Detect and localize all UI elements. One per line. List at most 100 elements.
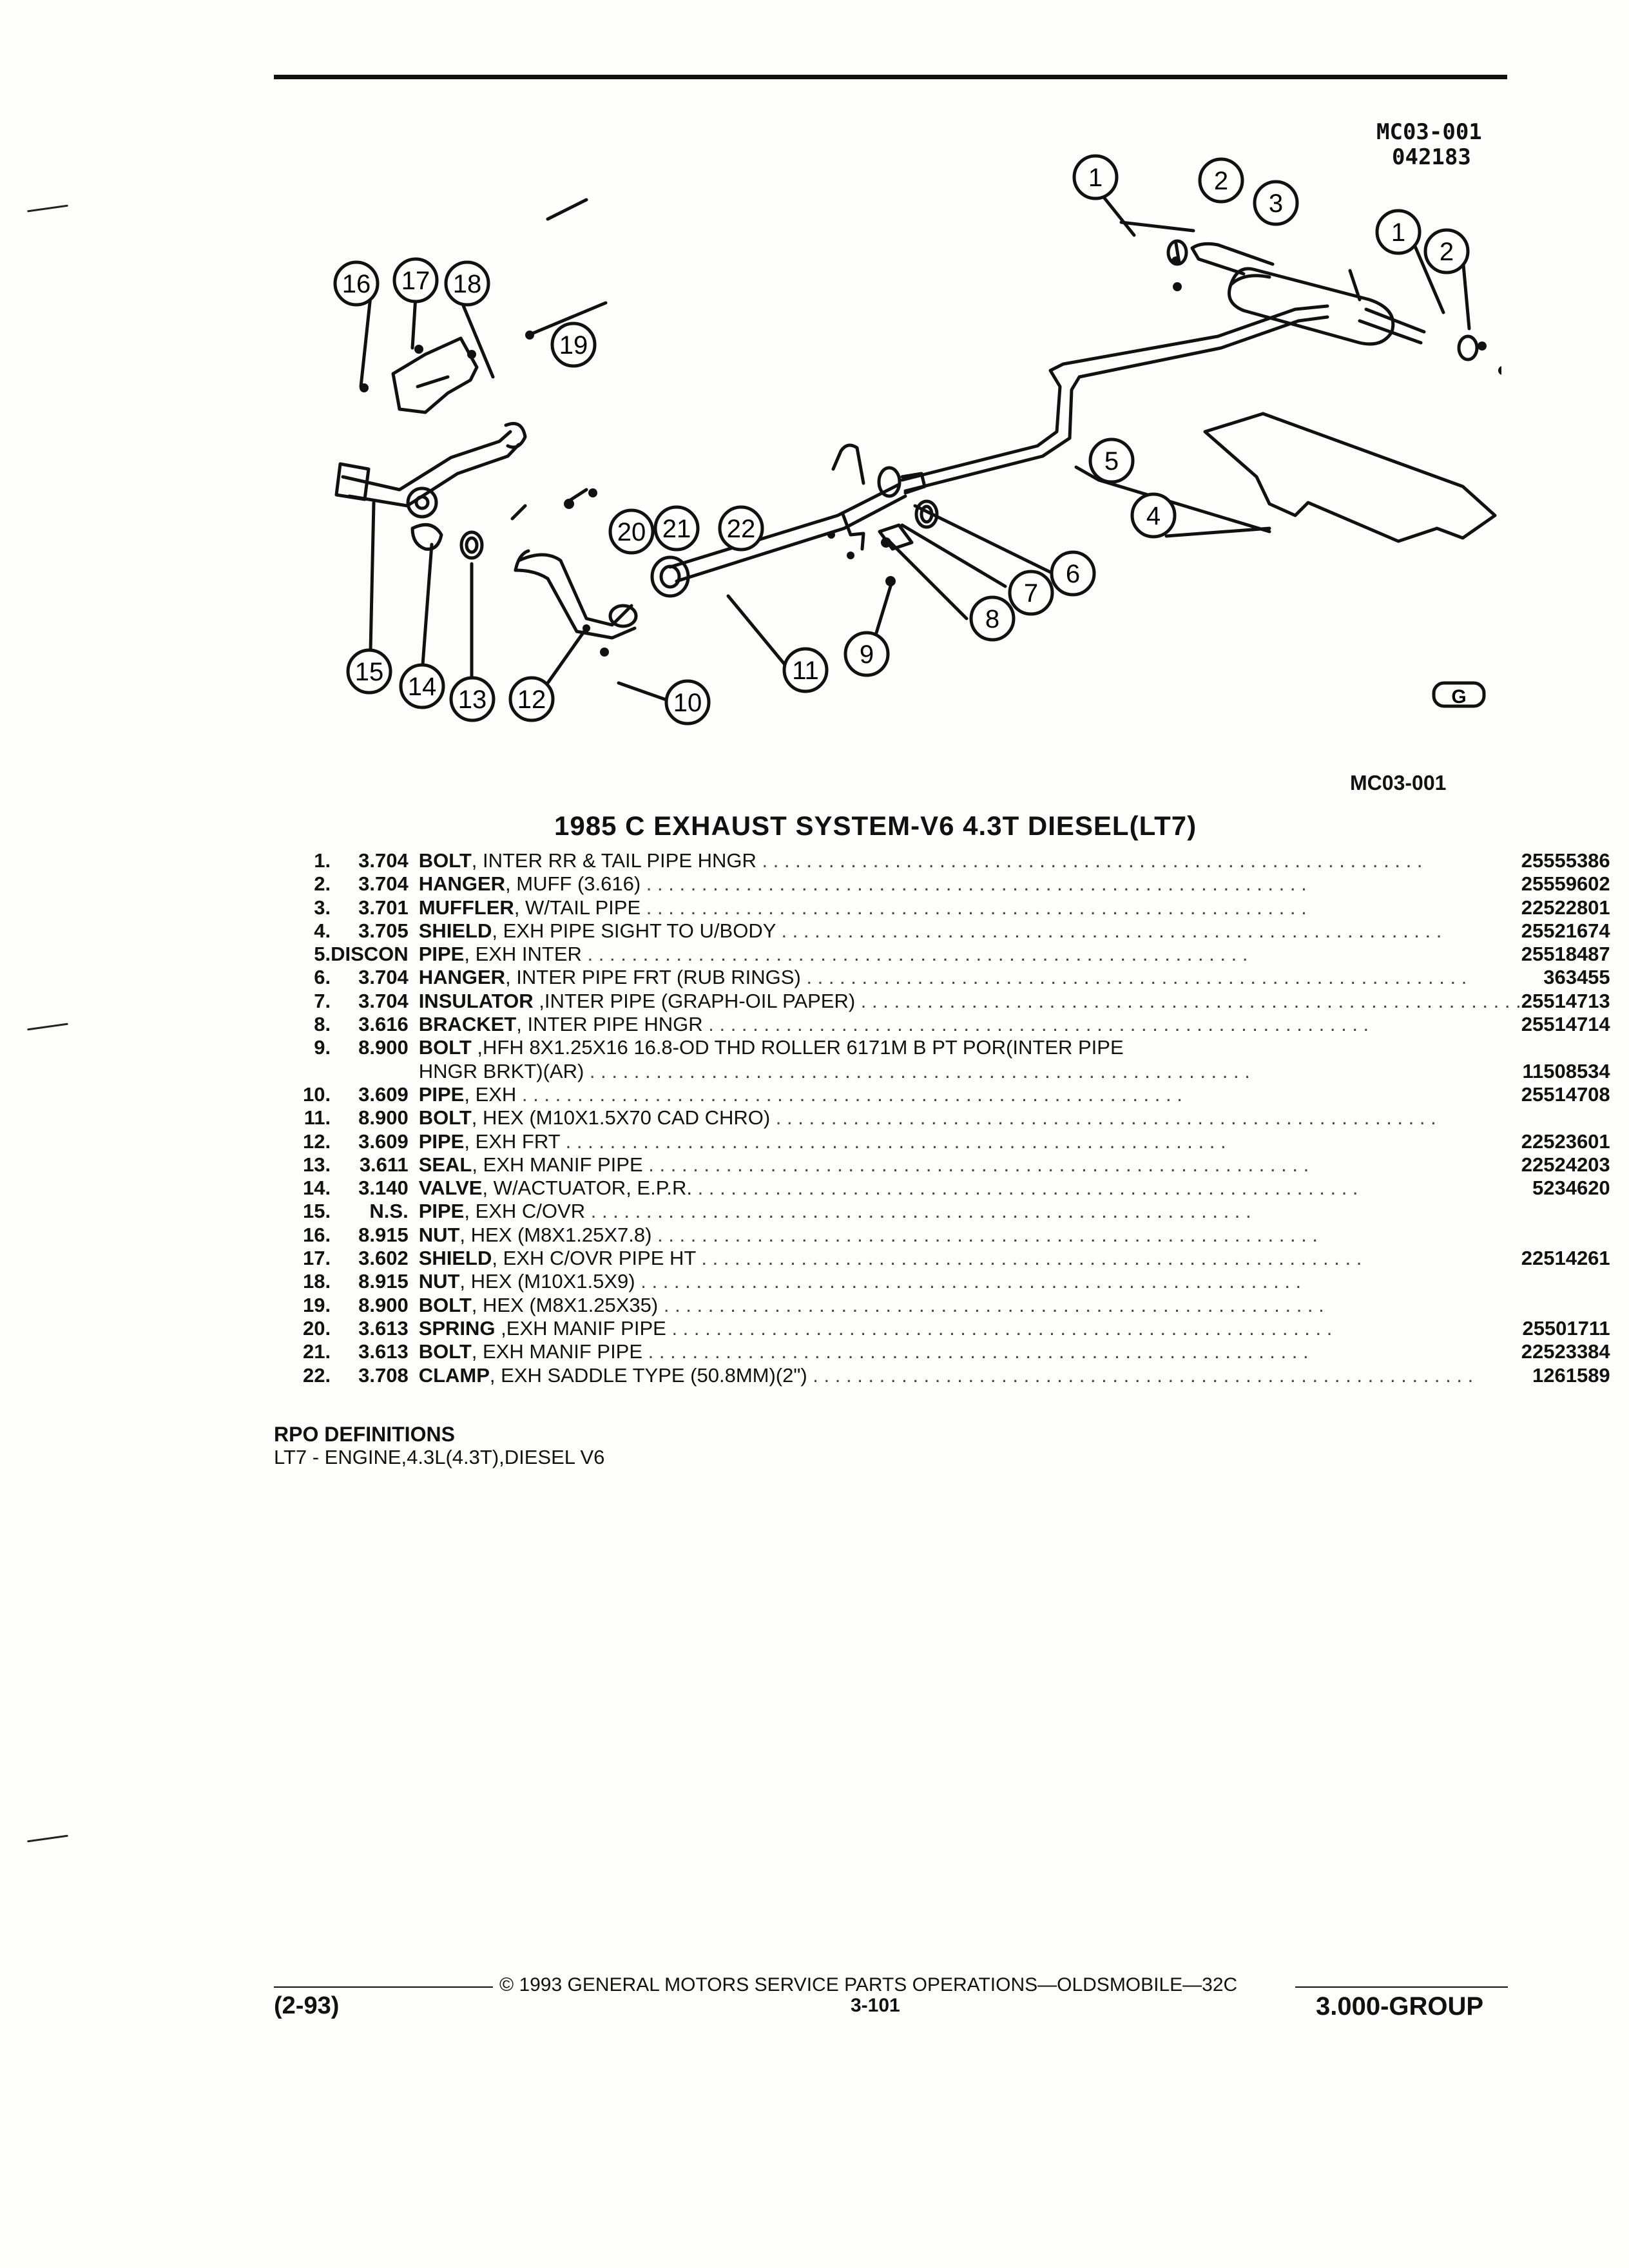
date-code: 042183 (1392, 144, 1471, 170)
svg-text:2: 2 (1214, 167, 1228, 195)
svg-text:11: 11 (792, 657, 819, 685)
part-description: BOLT, HEX (M10X1.5X70 CAD CHRO) . . . . … (419, 1106, 1521, 1129)
part-number-index: 12. (303, 1129, 331, 1153)
part-detail: , EXH PIPE SIGHT TO U/BODY (492, 919, 776, 942)
part-name: PIPE (418, 943, 465, 966)
part-description: BOLT ,HFH 8X1.25X16 16.8-OD THD ROLLER 6… (419, 1036, 1521, 1059)
part-name: NUT (418, 1223, 460, 1246)
part-detail: , HEX (M8X1.25X35) (471, 1293, 659, 1316)
part-number: 22514261 (1521, 1247, 1610, 1270)
part-name: BOLT (418, 1106, 472, 1129)
part-description: SPRING ,EXH MANIF PIPE . . . . . . . . .… (419, 1317, 1521, 1340)
part-name: PIPE (418, 1129, 465, 1153)
part-number: 25514713 (1521, 989, 1610, 1012)
part-number-index: 13. (303, 1153, 331, 1176)
footer-copyright: © 1993 GENERAL MOTORS SERVICE PARTS OPER… (499, 1974, 1238, 1995)
leader-dots: . . . . . . . . . . . . . . . . . . . . … (641, 872, 1307, 896)
part-name: MUFFLER (418, 896, 514, 919)
svg-text:22: 22 (727, 515, 756, 543)
leader-dots: . . . . . . . . . . . . . . . . . . . . … (516, 1082, 1182, 1106)
part-number-index: 21. (303, 1340, 331, 1363)
callout-3: 3 (1253, 180, 1299, 226)
parts-row: HNGR BRKT)(AR) . . . . . . . . . . . . .… (303, 1060, 1610, 1083)
svg-text:1: 1 (1088, 164, 1103, 192)
leader-dots: . . . . . . . . . . . . . . . . . . . . … (585, 1200, 1251, 1223)
figure-code: MC03-001 (1376, 119, 1482, 145)
part-group-code: 3.616 (358, 1013, 409, 1036)
part-group-code: 3.704 (358, 872, 409, 896)
part-detail: , EXH INTER (464, 943, 582, 966)
part-number: 22523384 (1521, 1340, 1610, 1363)
part-detail: , EXH (464, 1082, 517, 1106)
part-number-index: 5. (314, 943, 331, 966)
part-group-code: 8.900 (358, 1106, 409, 1129)
part-group-code: 3.708 (358, 1363, 409, 1387)
rpo-definition: LT7 - ENGINE,4.3L(4.3T),DIESEL V6 (274, 1446, 605, 1468)
footer-revision: (2-93) (274, 1992, 340, 2019)
footer-page-number: 3-101 (851, 1995, 900, 2016)
part-group-code: 8.900 (358, 1293, 409, 1316)
part-name: SHIELD (418, 1247, 492, 1270)
callout-2: 2 (1198, 157, 1244, 204)
part-name: NUT (418, 1270, 460, 1293)
leader-dots: . . . . . . . . . . . . . . . . . . . . … (770, 1106, 1436, 1129)
part-description: NUT, HEX (M8X1.25X7.8) . . . . . . . . .… (419, 1224, 1521, 1247)
part-number: 25514714 (1521, 1013, 1610, 1036)
part-name: BOLT (418, 849, 472, 872)
part-detail: ,HFH 8X1.25X16 16.8-OD THD ROLLER 6171M … (471, 1036, 1124, 1059)
part-description: CLAMP, EXH SADDLE TYPE (50.8MM)(2") . . … (419, 1364, 1521, 1387)
part-detail: , EXH SADDLE TYPE (50.8MM)(2") (489, 1363, 807, 1387)
callout-22: 22 (718, 505, 764, 552)
part-number (1521, 1200, 1610, 1223)
part-detail: , W/ACTUATOR, E.P.R. (482, 1177, 692, 1200)
part-name: BOLT (418, 1340, 472, 1363)
part-group-code: 3.705 (358, 919, 409, 942)
part-number-index: 16. (303, 1223, 331, 1246)
part-number-index: 14. (303, 1177, 331, 1200)
part-description: PIPE, EXH C/OVR . . . . . . . . . . . . … (419, 1200, 1521, 1223)
part-detail: , HEX (M10X1.5X70 CAD CHRO) (471, 1106, 771, 1129)
part-description: BOLT, INTER RR & TAIL PIPE HNGR . . . . … (419, 849, 1521, 872)
part-number: 22523601 (1521, 1129, 1610, 1153)
svg-text:G: G (1451, 686, 1466, 707)
svg-text:8: 8 (985, 605, 999, 633)
leader-dots: . . . . . . . . . . . . . . . . . . . . … (855, 989, 1521, 1012)
part-name: BOLT (418, 1293, 472, 1316)
svg-text:12: 12 (517, 686, 546, 714)
part-number-index: 9. (314, 1036, 331, 1059)
part-number: 22524203 (1521, 1153, 1610, 1176)
part-description: VALVE, W/ACTUATOR, E.P.R. . . . . . . . … (419, 1177, 1521, 1200)
leader-dots: . . . . . . . . . . . . . . . . . . . . … (756, 849, 1423, 872)
part-name: BOLT (418, 1036, 472, 1059)
callout-20: 20 (608, 508, 655, 555)
part-detail: , EXH C/OVR (464, 1200, 586, 1223)
part-detail: HNGR BRKT)(AR) (418, 1059, 584, 1082)
section-title: 1985 C EXHAUST SYSTEM-V6 4.3T DIESEL(LT7… (554, 811, 1197, 841)
figure-caption-code: MC03-001 (1350, 771, 1447, 794)
part-detail: , MUFF (3.616) (505, 872, 641, 896)
part-detail: , HEX (M8X1.25X7.8) (459, 1223, 652, 1246)
svg-text:4: 4 (1146, 502, 1161, 530)
leader-dots: . . . . . . . . . . . . . . . . . . . . … (560, 1129, 1226, 1153)
part-number-index: 2. (314, 872, 331, 896)
rpo-heading: RPO DEFINITIONS (274, 1423, 455, 1446)
part-description: HANGER, INTER PIPE FRT (RUB RINGS) . . .… (419, 966, 1521, 989)
part-number-index: 3. (314, 896, 331, 919)
leader-dots: . . . . . . . . . . . . . . . . . . . . … (635, 1270, 1302, 1293)
part-description: PIPE, EXH FRT . . . . . . . . . . . . . … (419, 1130, 1521, 1153)
part-group-code: 3.704 (358, 966, 409, 989)
part-description: BOLT, HEX (M8X1.25X35) . . . . . . . . .… (419, 1294, 1521, 1317)
margin-mark (27, 1023, 68, 1031)
callout-9: 9 (843, 631, 890, 677)
part-number: 25555386 (1521, 849, 1610, 872)
callout-12: 12 (508, 676, 555, 722)
